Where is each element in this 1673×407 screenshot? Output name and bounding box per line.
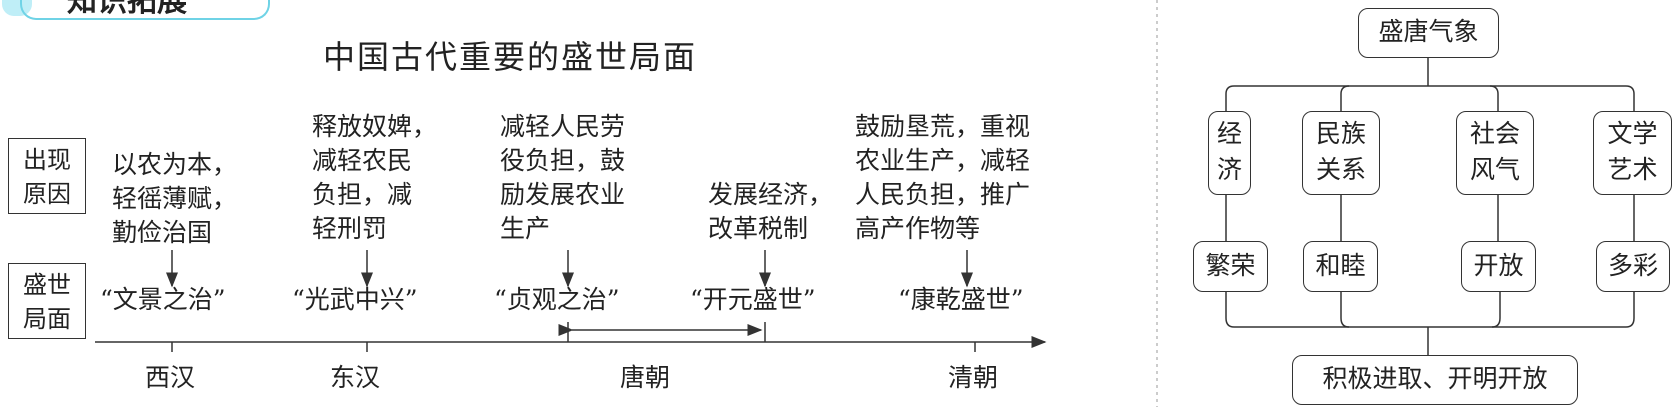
reason-text: 发展经济， 改革税制: [708, 180, 834, 243]
prosperous-age-label: “康乾盛世”: [898, 285, 1024, 314]
dynasty-label: 唐朝: [620, 363, 671, 392]
dynasty-label: 东汉: [330, 363, 381, 392]
prosperous-age-label: “开元盛世”: [690, 285, 816, 314]
page-title: 中国古代重要的盛世局面: [323, 38, 698, 76]
reason-text: 鼓励垦荒，重视 农业生产，减轻 人民负担，推广 高产作物等: [855, 112, 1031, 243]
trait-node: 多彩: [1596, 241, 1670, 292]
reason-text: 释放奴婢， 减轻农民 负担，减 轻刑罚: [312, 112, 438, 243]
dynasty-label: 清朝: [948, 363, 999, 392]
trait-node: 开放: [1461, 241, 1536, 292]
aspect-node: 文学 艺术: [1593, 111, 1672, 195]
row-label-age: 盛世局面: [8, 263, 86, 339]
trait-node: 和睦: [1303, 241, 1378, 292]
dynasty-label: 西汉: [145, 363, 196, 392]
aspect-node: 社会 风气: [1456, 111, 1534, 195]
root-node: 盛唐气象: [1358, 8, 1499, 58]
prosperous-age-label: “贞观之治”: [494, 285, 620, 314]
aspect-node: 经 济: [1208, 111, 1251, 195]
reason-text: 以农为本， 轻徭薄赋， 勤俭治国: [112, 150, 238, 247]
aspect-node: 民族 关系: [1302, 111, 1380, 195]
row-label-reason: 出现原因: [8, 138, 86, 214]
trait-node: 繁荣: [1193, 241, 1268, 292]
prosperous-age-label: “光武中兴”: [292, 285, 418, 314]
reason-text: 减轻人民劳 役负担，鼓 励发展农业 生产: [500, 112, 626, 243]
summary-node: 积极进取、开明开放: [1292, 355, 1578, 405]
badge-label: 知识拓展: [67, 0, 187, 19]
prosperous-age-label: “文景之治”: [100, 285, 226, 314]
